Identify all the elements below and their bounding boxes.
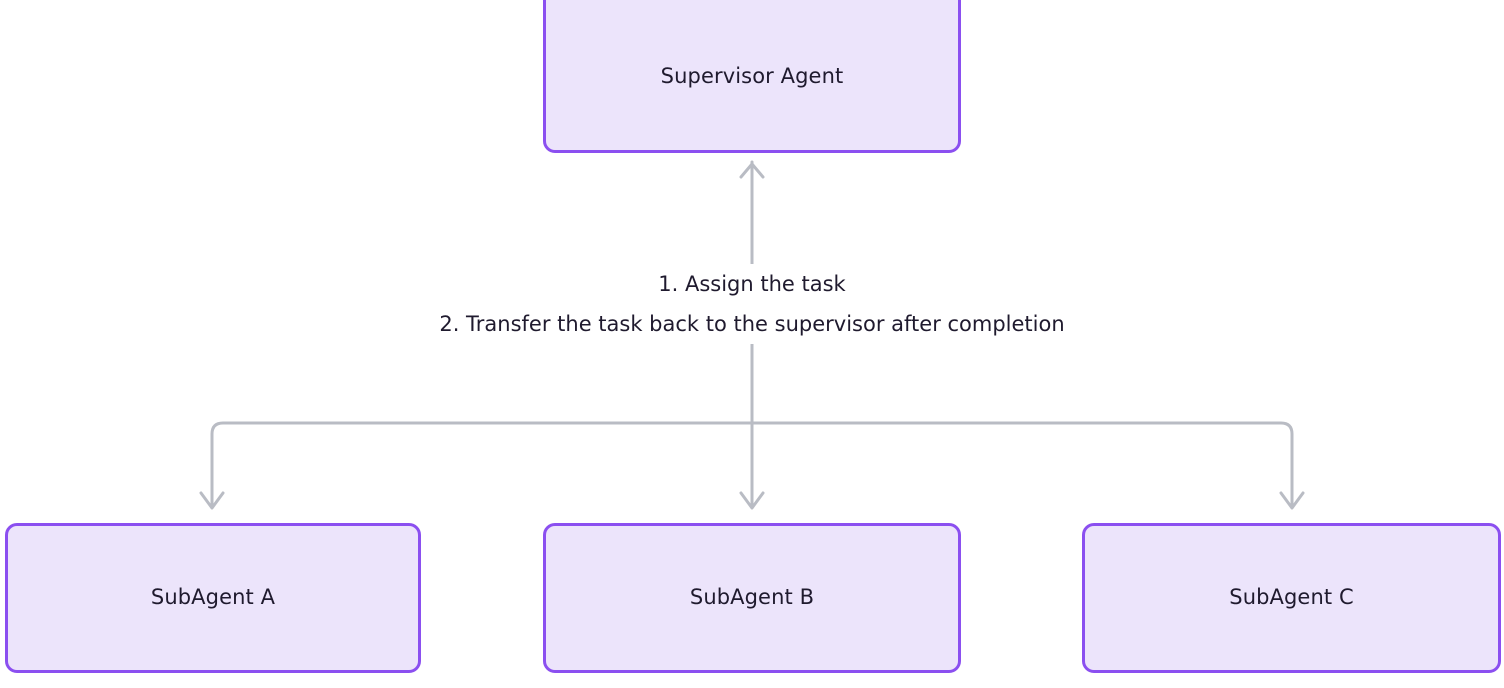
- node-subagent-b[interactable]: SubAgent B: [543, 523, 961, 673]
- arrowhead-down-subagent-a: [199, 491, 225, 510]
- arrowhead-up-to-supervisor: [739, 162, 765, 179]
- arrowhead-down-subagent-b: [739, 491, 765, 510]
- node-subagent-c-label: SubAgent C: [1229, 585, 1354, 610]
- node-subagent-c[interactable]: SubAgent C: [1082, 523, 1501, 673]
- node-subagent-a-label: SubAgent A: [150, 585, 276, 610]
- node-subagent-a[interactable]: SubAgent A: [5, 523, 421, 673]
- node-supervisor-agent[interactable]: Supervisor Agent: [543, 0, 961, 153]
- node-supervisor-agent-label: Supervisor Agent: [660, 63, 844, 88]
- arrowhead-down-subagent-c: [1279, 491, 1305, 510]
- node-subagent-b-label: SubAgent B: [689, 585, 815, 610]
